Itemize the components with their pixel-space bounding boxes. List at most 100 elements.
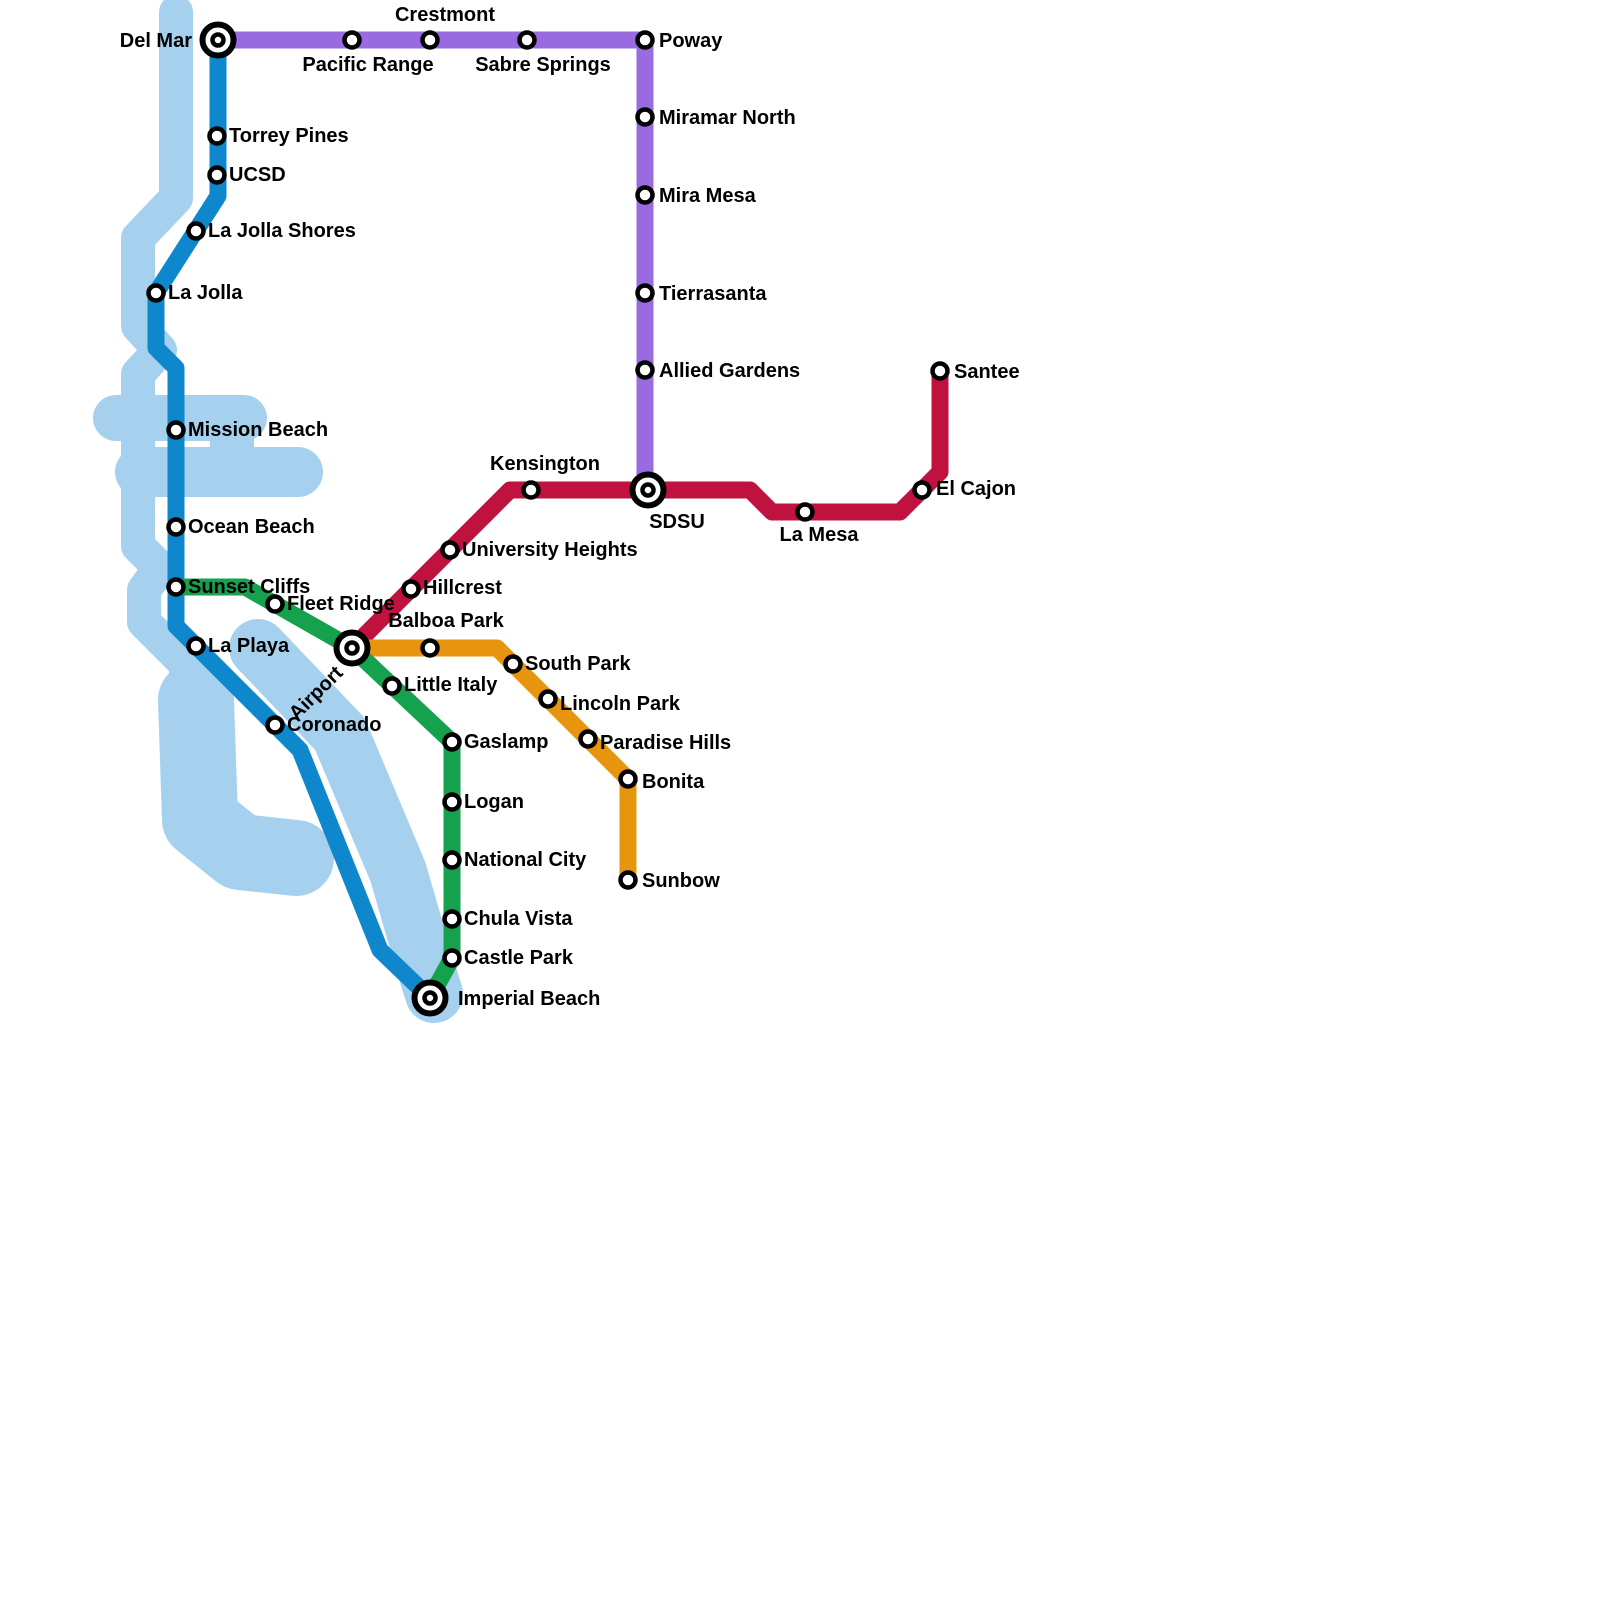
station-ucsd[interactable]: UCSD xyxy=(207,164,286,186)
station-sunbow[interactable]: Sunbow xyxy=(618,870,721,892)
station-label-university-heights: University Heights xyxy=(462,539,638,561)
station-marker[interactable] xyxy=(521,480,541,500)
station-marker[interactable] xyxy=(440,540,460,560)
station-marker[interactable] xyxy=(538,689,558,709)
station-fleet-ridge[interactable]: Fleet Ridge xyxy=(265,593,395,615)
station-label-tierrasanta: Tierrasanta xyxy=(659,283,767,305)
station-la-jolla-shores[interactable]: La Jolla Shores xyxy=(186,220,356,242)
station-label-coronado: Coronado xyxy=(287,714,381,736)
station-hillcrest[interactable]: Hillcrest xyxy=(401,577,503,599)
station-label-logan: Logan xyxy=(464,791,524,813)
station-santee[interactable]: Santee xyxy=(930,361,1020,383)
station-marker[interactable] xyxy=(442,850,462,870)
station-marker[interactable] xyxy=(265,594,285,614)
station-la-mesa[interactable]: La Mesa xyxy=(780,502,860,547)
station-label-south-park: South Park xyxy=(525,653,631,675)
station-marker[interactable] xyxy=(442,792,462,812)
station-marker[interactable] xyxy=(442,948,462,968)
station-marker[interactable] xyxy=(166,577,186,597)
station-marker[interactable] xyxy=(166,420,186,440)
station-poway[interactable]: Poway xyxy=(635,30,724,52)
water-shape-5 xyxy=(158,662,334,896)
station-label-crestmont: Crestmont xyxy=(395,4,495,26)
station-label-gaslamp: Gaslamp xyxy=(464,731,548,753)
station-label-mission-beach: Mission Beach xyxy=(188,419,328,441)
station-lincoln-park[interactable]: Lincoln Park xyxy=(538,689,681,716)
station-sdsu[interactable]: SDSU xyxy=(629,471,705,534)
station-marker[interactable] xyxy=(401,579,421,599)
station-chula-vista[interactable]: Chula Vista xyxy=(442,908,574,930)
station-marker[interactable] xyxy=(207,165,227,185)
station-balboa-park[interactable]: Balboa Park xyxy=(388,610,505,658)
interchange-marker-inner xyxy=(344,640,360,656)
station-marker[interactable] xyxy=(265,715,285,735)
station-del-mar[interactable]: Del Mar xyxy=(120,21,237,59)
station-label-bonita: Bonita xyxy=(642,771,705,793)
station-label-sunset-cliffs: Sunset Cliffs xyxy=(188,576,310,598)
station-marker[interactable] xyxy=(442,732,462,752)
station-gaslamp[interactable]: Gaslamp xyxy=(442,731,549,753)
station-marker[interactable] xyxy=(442,909,462,929)
station-marker[interactable] xyxy=(342,30,362,50)
station-bonita[interactable]: Bonita xyxy=(618,769,706,793)
station-marker[interactable] xyxy=(795,502,815,522)
station-marker[interactable] xyxy=(635,283,655,303)
station-marker[interactable] xyxy=(635,30,655,50)
station-sabre-springs[interactable]: Sabre Springs xyxy=(475,30,611,77)
station-marker[interactable] xyxy=(420,30,440,50)
station-marker[interactable] xyxy=(912,480,932,500)
station-marker[interactable] xyxy=(618,870,638,890)
station-sunset-cliffs[interactable]: Sunset Cliffs xyxy=(166,576,311,598)
station-label-la-playa: La Playa xyxy=(208,635,290,657)
station-el-cajon[interactable]: El Cajon xyxy=(912,478,1017,500)
station-mira-mesa[interactable]: Mira Mesa xyxy=(635,185,757,207)
station-label-ucsd: UCSD xyxy=(229,164,286,186)
station-tierrasanta[interactable]: Tierrasanta xyxy=(635,283,768,305)
station-imperial-beach[interactable]: Imperial Beach xyxy=(411,979,601,1017)
station-south-park[interactable]: South Park xyxy=(503,653,632,675)
station-label-sdsu: SDSU xyxy=(649,511,705,533)
station-marker[interactable] xyxy=(578,729,598,749)
station-kensington[interactable]: Kensington xyxy=(490,453,600,500)
station-marker[interactable] xyxy=(186,221,206,241)
interchange-marker-inner xyxy=(210,32,226,48)
station-marker[interactable] xyxy=(930,361,950,381)
station-marker[interactable] xyxy=(382,676,402,696)
station-marker[interactable] xyxy=(420,638,440,658)
station-paradise-hills[interactable]: Paradise Hills xyxy=(578,729,732,755)
station-marker[interactable] xyxy=(635,107,655,127)
station-label-chula-vista: Chula Vista xyxy=(464,908,573,930)
station-allied-gardens[interactable]: Allied Gardens xyxy=(635,360,801,382)
station-university-heights[interactable]: University Heights xyxy=(440,539,638,561)
station-miramar-north[interactable]: Miramar North xyxy=(635,107,796,129)
station-mission-beach[interactable]: Mission Beach xyxy=(166,419,329,441)
station-marker[interactable] xyxy=(503,654,523,674)
station-torrey-pines[interactable]: Torrey Pines xyxy=(207,125,349,147)
red-line xyxy=(343,362,949,657)
station-label-castle-park: Castle Park xyxy=(464,947,574,969)
station-national-city[interactable]: National City xyxy=(442,849,588,871)
station-label-allied-gardens: Allied Gardens xyxy=(659,360,800,382)
station-la-playa[interactable]: La Playa xyxy=(186,635,291,657)
station-la-jolla[interactable]: La Jolla xyxy=(146,282,244,304)
station-marker[interactable] xyxy=(618,769,638,789)
station-marker[interactable] xyxy=(517,30,537,50)
station-coronado[interactable]: Coronado xyxy=(265,714,382,736)
station-marker[interactable] xyxy=(186,636,206,656)
station-marker[interactable] xyxy=(146,283,166,303)
station-marker[interactable] xyxy=(635,360,655,380)
station-label-little-italy: Little Italy xyxy=(404,674,498,696)
station-little-italy[interactable]: Little Italy xyxy=(382,674,499,696)
station-ocean-beach[interactable]: Ocean Beach xyxy=(166,516,315,538)
interchange-marker-inner xyxy=(422,990,438,1006)
station-castle-park[interactable]: Castle Park xyxy=(442,947,574,969)
water-shape-6 xyxy=(229,619,463,1023)
station-marker[interactable] xyxy=(166,517,186,537)
station-label-paradise-hills: Paradise Hills xyxy=(600,732,731,754)
station-logan[interactable]: Logan xyxy=(442,791,525,813)
station-pacific-range[interactable]: Pacific Range xyxy=(302,30,434,77)
station-label-national-city: National City xyxy=(464,849,587,871)
station-marker[interactable] xyxy=(635,185,655,205)
station-crestmont[interactable]: Crestmont xyxy=(395,4,495,50)
station-marker[interactable] xyxy=(207,126,227,146)
